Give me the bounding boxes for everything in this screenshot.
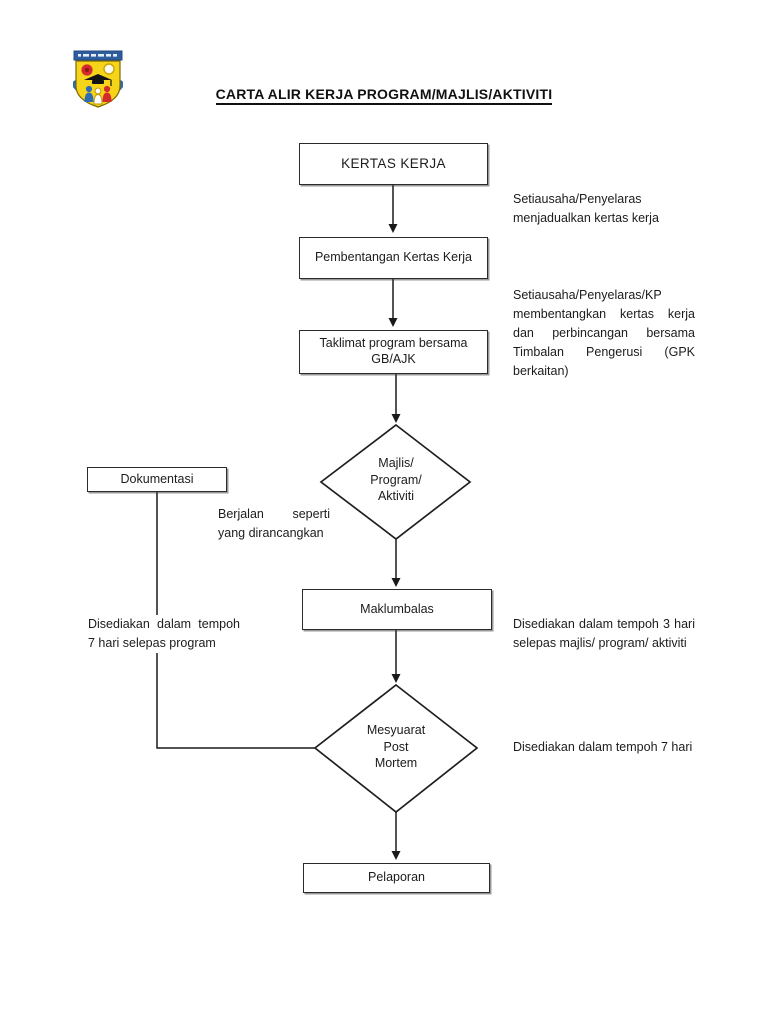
crest-figures-icon <box>84 85 112 105</box>
edge-dokumentasi-to-postmortem <box>156 492 315 749</box>
crest-flower-icon <box>81 64 93 76</box>
node-maklumbalas: Maklumbalas <box>302 589 492 630</box>
edge-majlis-to-maklumbalas <box>391 539 401 587</box>
annotation-left-1: Disediakan dalam tempoh 7 hari selepas p… <box>88 615 240 653</box>
crest-ring-icon <box>103 63 115 75</box>
node-majlis-label: Majlis/ Program/ Aktiviti <box>370 456 422 503</box>
node-maklumbalas-label: Maklumbalas <box>360 601 434 616</box>
node-pembentangan: Pembentangan Kertas Kerja <box>299 237 488 279</box>
node-pembentangan-label: Pembentangan Kertas Kerja <box>314 250 473 265</box>
annotation-branch: Berjalan seperti yang dirancangkan <box>218 505 330 543</box>
crest-mortarboard-icon <box>84 74 112 86</box>
edge-postmortem-to-pelaporan <box>391 812 401 860</box>
annotation-right-4: Disediakan dalam tempoh 7 hari <box>513 740 693 754</box>
annotation-right-3: Disediakan dalam tempoh 3 hari selepas m… <box>513 617 695 650</box>
node-pelaporan: Pelaporan <box>303 863 490 893</box>
node-postmortem-label: Mesyuarat Post Mortem <box>366 723 426 770</box>
page-title-row: CARTA ALIR KERJA PROGRAM/MAJLIS/AKTIVITI <box>0 86 768 105</box>
node-kertas-kerja: KERTAS KERJA <box>299 143 488 185</box>
page-title: CARTA ALIR KERJA PROGRAM/MAJLIS/AKTIVITI <box>215 86 553 105</box>
edge-taklimat-to-majlis <box>391 374 401 423</box>
node-dokumentasi: Dokumentasi <box>87 467 227 492</box>
node-taklimat: Taklimat program bersama GB/AJK <box>299 330 488 374</box>
crest-banner <box>73 50 123 61</box>
annotation-right-1: Setiausaha/Penyelaras menjadualkan kerta… <box>513 192 659 225</box>
node-pelaporan-label: Pelaporan <box>368 870 425 885</box>
annotation-right-2: Setiausaha/Penyelaras/KP membentangkan k… <box>513 288 695 378</box>
node-postmortem-diamond <box>313 683 479 814</box>
node-majlis-diamond <box>319 423 472 541</box>
edge-maklumbalas-to-postmortem <box>391 630 401 683</box>
school-crest-icon <box>73 50 123 108</box>
node-kertas-kerja-label: KERTAS KERJA <box>341 155 446 171</box>
edge-pembentangan-to-taklimat <box>388 279 398 327</box>
node-taklimat-label: Taklimat program bersama GB/AJK <box>319 336 468 366</box>
node-dokumentasi-label: Dokumentasi <box>120 471 194 486</box>
edge-kertas-to-pembentangan <box>388 185 398 233</box>
